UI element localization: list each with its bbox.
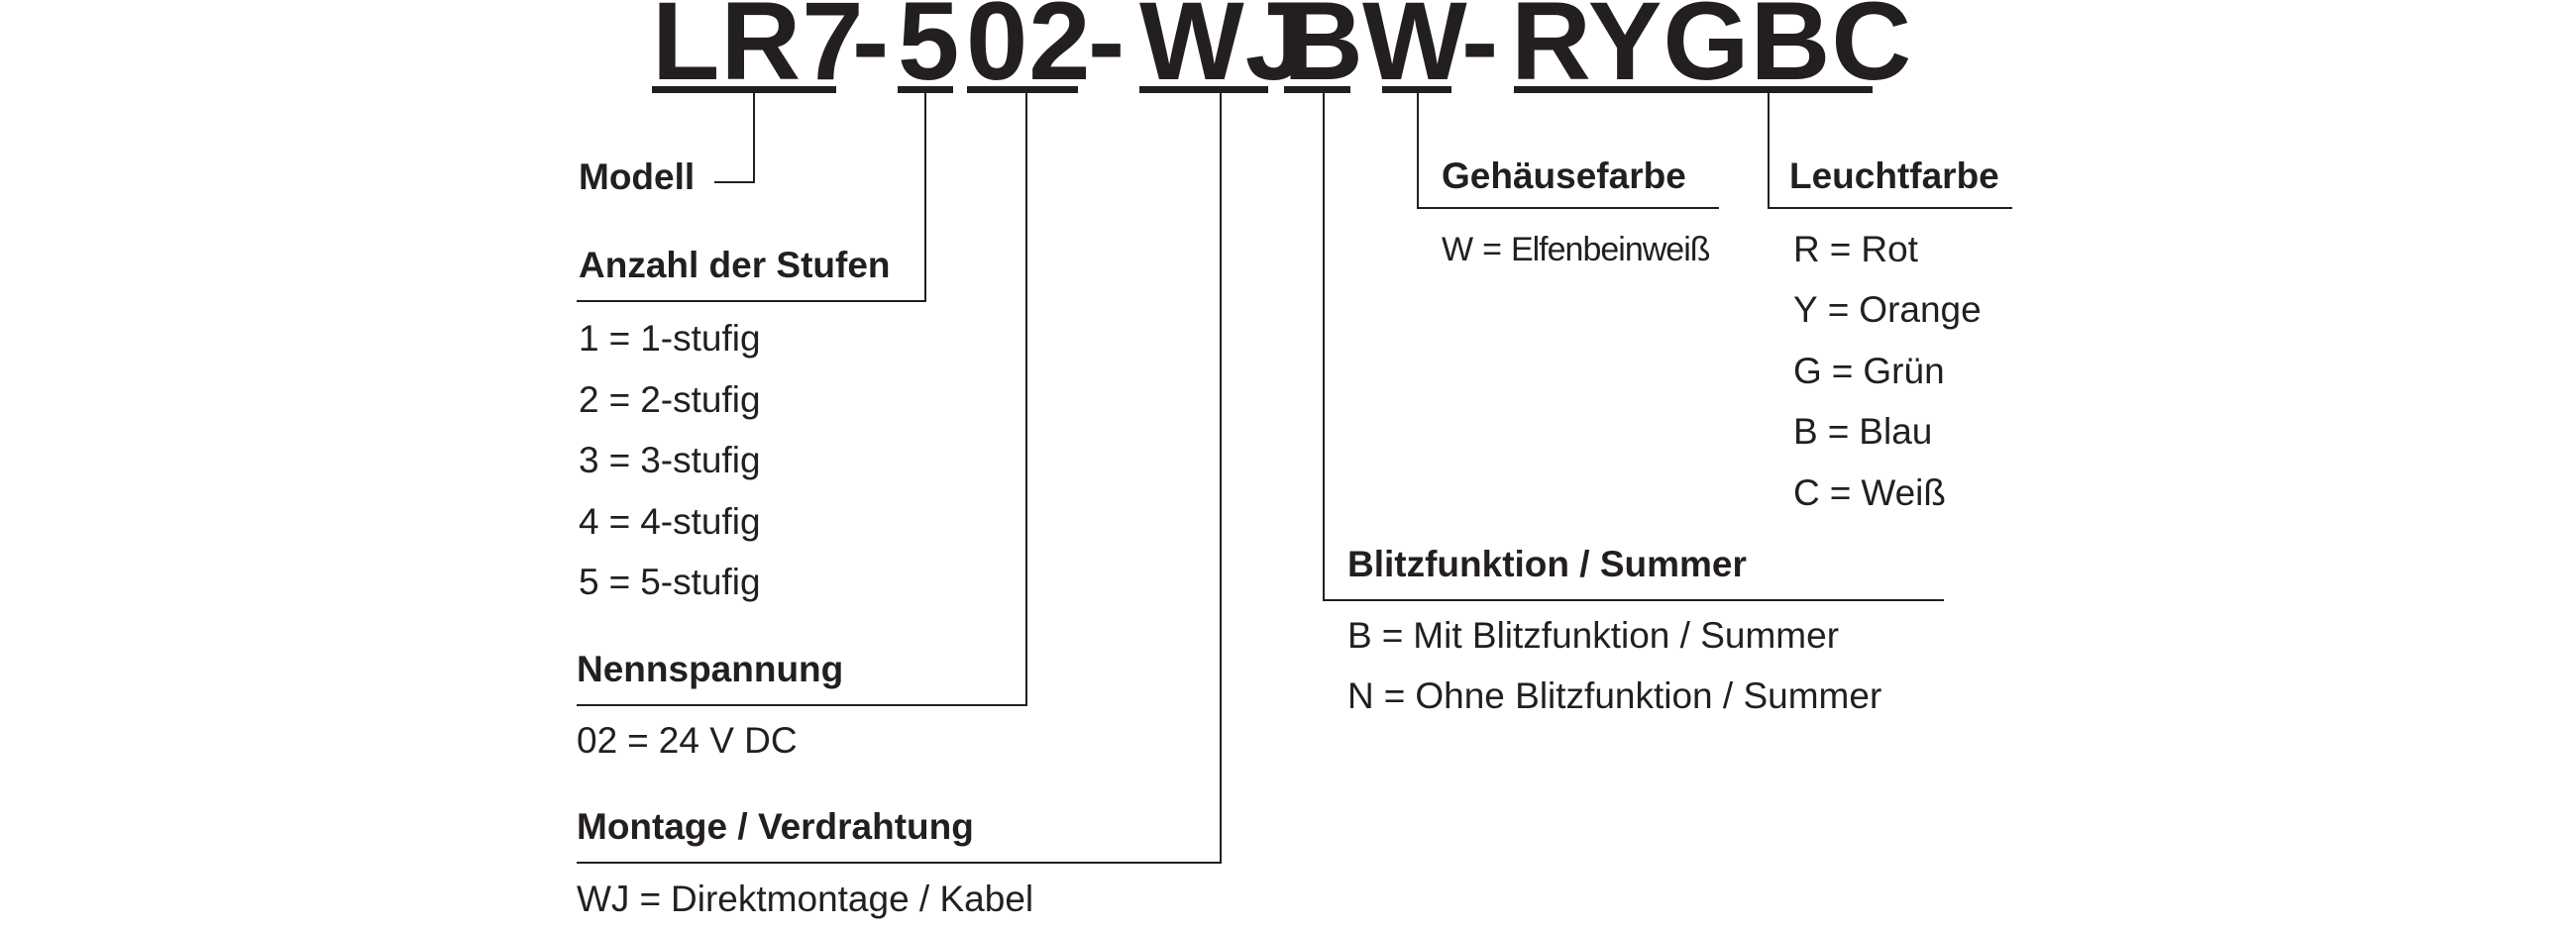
equals-sign: =	[608, 562, 631, 602]
connector-nennspannung	[1025, 93, 1027, 706]
option-key: N	[1347, 675, 1374, 716]
option-value: 3-stufig	[640, 440, 761, 480]
underline-blitz	[1284, 86, 1350, 93]
option-value: Ohne Blitzfunktion / Summer	[1415, 675, 1882, 716]
equals-sign: =	[1829, 229, 1852, 269]
option-montage: WJ=Direktmontage / Kabel	[577, 878, 1033, 921]
option-value: Direktmontage / Kabel	[671, 879, 1034, 919]
option-value: Orange	[1859, 289, 1982, 330]
connector-montage	[577, 862, 1222, 864]
equals-sign: =	[1482, 231, 1502, 268]
option-nennspannung: 02=24 V DC	[577, 719, 798, 763]
connector-leucht	[1768, 93, 1770, 209]
heading-gehaeuse: Gehäusefarbe	[1442, 155, 1686, 196]
underline-leucht	[1514, 86, 1873, 93]
underline-stufen	[898, 86, 953, 93]
connector-gehaeuse	[1417, 207, 1719, 209]
option-value: Blau	[1859, 411, 1933, 452]
option-key: 3	[579, 440, 599, 480]
option-stufen: 2=2-stufig	[579, 378, 761, 422]
code-segment-leucht: RYGBC	[1511, 0, 1913, 103]
option-value: 2-stufig	[640, 379, 761, 420]
heading-blitz: Blitzfunktion / Summer	[1347, 544, 1747, 584]
equals-sign: =	[608, 379, 631, 420]
equals-sign: =	[639, 879, 662, 919]
option-leucht: Y=Orange	[1793, 288, 1982, 332]
connector-leucht	[1768, 207, 2012, 209]
option-key: B	[1347, 615, 1372, 656]
option-key: 02	[577, 720, 618, 761]
option-value: Elfenbeinweiß	[1510, 231, 1711, 268]
option-key: 4	[579, 501, 599, 542]
option-value: Weiß	[1861, 472, 1946, 513]
option-leucht: R=Rot	[1793, 228, 1918, 271]
connector-modell	[753, 93, 755, 183]
option-key: 2	[579, 379, 599, 420]
option-leucht: B=Blau	[1793, 410, 1932, 454]
option-value: Rot	[1861, 229, 1918, 269]
equals-sign: =	[1831, 351, 1854, 391]
equals-sign: =	[608, 440, 631, 480]
option-value: 1-stufig	[640, 318, 761, 359]
option-key: B	[1793, 411, 1818, 452]
heading-modell: Modell	[579, 156, 696, 197]
code-segment-montage: WJ	[1139, 0, 1308, 103]
code-segment-gehaeuse: W	[1362, 0, 1468, 103]
option-value: 4-stufig	[640, 501, 761, 542]
connector-stufen	[577, 300, 926, 302]
option-stufen: 3=3-stufig	[579, 439, 761, 482]
code-separator: -	[1088, 0, 1127, 103]
connector-gehaeuse	[1417, 93, 1419, 209]
option-stufen: 4=4-stufig	[579, 500, 761, 544]
code-separator: -	[852, 0, 891, 103]
option-key: Y	[1793, 289, 1818, 330]
equals-sign: =	[1383, 675, 1406, 716]
equals-sign: =	[1829, 472, 1852, 513]
option-value: 24 V DC	[658, 720, 798, 761]
equals-sign: =	[1827, 411, 1850, 452]
underline-nennspannung	[967, 86, 1078, 93]
equals-sign: =	[608, 318, 631, 359]
option-blitz: B=Mit Blitzfunktion / Summer	[1347, 614, 1839, 658]
connector-blitz	[1323, 93, 1325, 601]
heading-montage: Montage / Verdrahtung	[577, 806, 974, 847]
option-value: Grün	[1863, 351, 1945, 391]
connector-stufen	[924, 93, 926, 302]
underline-montage	[1139, 86, 1268, 93]
code-separator: -	[1461, 0, 1500, 103]
option-value: 5-stufig	[640, 562, 761, 602]
underline-model	[652, 86, 836, 93]
option-leucht: G=Grün	[1793, 350, 1945, 393]
connector-nennspannung	[577, 704, 1027, 706]
connector-montage	[1220, 93, 1222, 864]
option-stufen: 5=5-stufig	[579, 561, 761, 604]
heading-leucht: Leuchtfarbe	[1789, 155, 1999, 196]
option-value: Mit Blitzfunktion / Summer	[1413, 615, 1840, 656]
option-blitz: N=Ohne Blitzfunktion / Summer	[1347, 674, 1881, 718]
option-key: W	[1442, 231, 1473, 268]
equals-sign: =	[608, 501, 631, 542]
code-segment-stufen: 5	[898, 0, 961, 103]
connector-modell	[714, 181, 755, 183]
option-gehaeuse: W=Elfenbeinweiß	[1442, 228, 1711, 271]
option-key: C	[1793, 472, 1820, 513]
code-segment-blitz: B	[1283, 0, 1364, 103]
code-segment-nennspannung: 02	[966, 0, 1092, 103]
connector-blitz	[1323, 599, 1944, 601]
option-key: R	[1793, 229, 1820, 269]
code-segment-model: LR7	[652, 0, 865, 103]
heading-nennspannung: Nennspannung	[577, 649, 844, 689]
underline-gehaeuse	[1382, 86, 1451, 93]
option-key: 1	[579, 318, 599, 359]
option-key: WJ	[577, 879, 630, 919]
equals-sign: =	[1827, 289, 1850, 330]
option-key: 5	[579, 562, 599, 602]
option-leucht: C=Weiß	[1793, 471, 1946, 515]
equals-sign: =	[627, 720, 649, 761]
heading-stufen: Anzahl der Stufen	[579, 245, 891, 285]
equals-sign: =	[1381, 615, 1404, 656]
option-key: G	[1793, 351, 1822, 391]
option-stufen: 1=1-stufig	[579, 317, 761, 361]
